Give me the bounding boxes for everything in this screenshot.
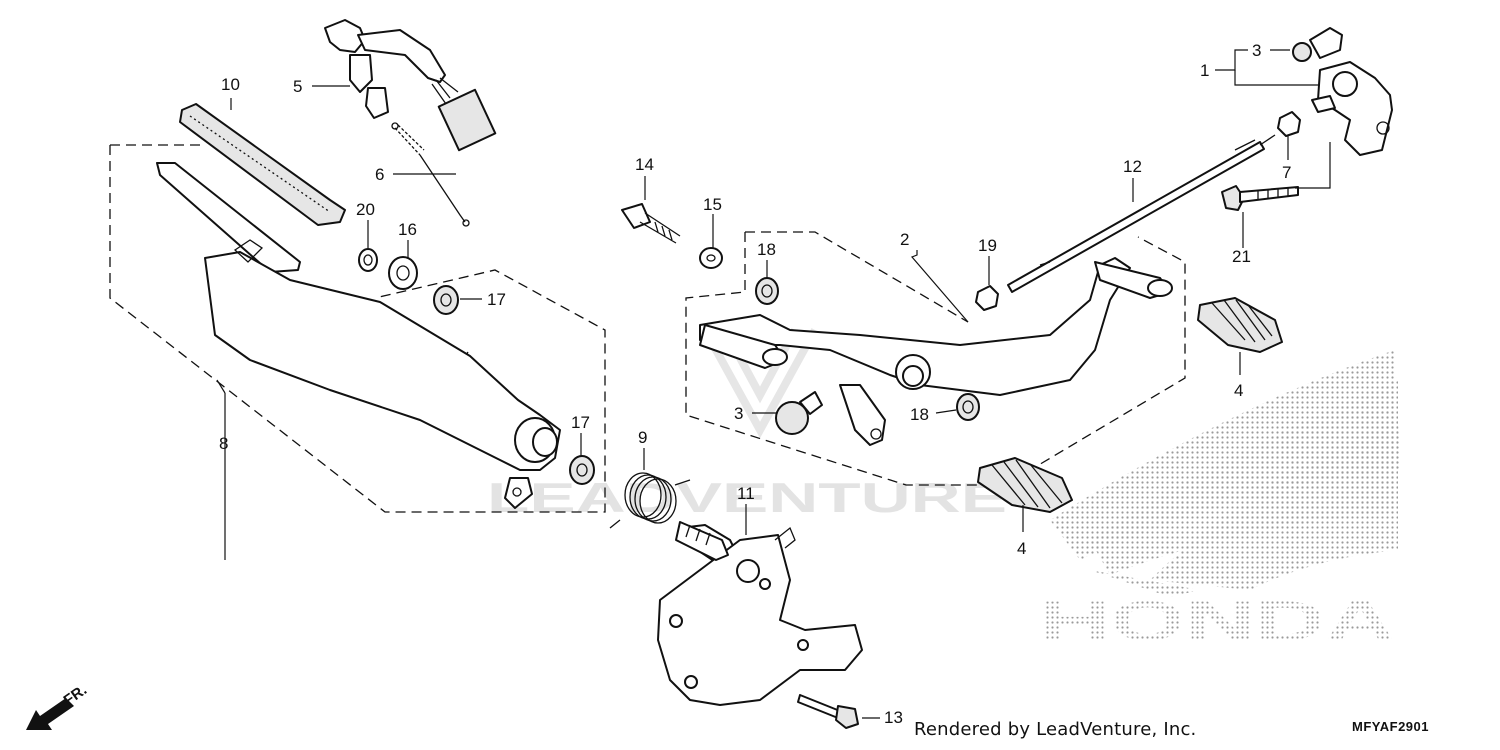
ball-joint-3-lower <box>775 391 823 435</box>
callout-12: 12 <box>1123 157 1142 176</box>
footboard-bracket <box>156 162 561 509</box>
callout-5: 5 <box>293 77 302 96</box>
callout-3-upper: 3 <box>1252 41 1261 60</box>
leadventure-watermark: LEADVENTURE <box>487 474 1007 521</box>
bolt-14 <box>621 203 681 244</box>
bushing-18-upper <box>755 277 779 305</box>
front-direction-arrow-icon: FR. <box>26 681 90 730</box>
callout-18-lower: 18 <box>910 405 929 424</box>
pedal-rubber-lower <box>977 457 1073 513</box>
washer-15 <box>699 247 723 269</box>
rendered-by-credit: Rendered by LeadVenture, Inc. <box>914 719 1197 740</box>
nut-7 <box>1277 111 1301 137</box>
callout-4-upper: 4 <box>1234 381 1243 400</box>
nut-19 <box>975 285 999 311</box>
callout-6: 6 <box>375 165 384 184</box>
callout-20: 20 <box>356 200 375 219</box>
callout-1: 1 <box>1200 61 1209 80</box>
callout-21: 21 <box>1232 247 1251 266</box>
callout-11: 11 <box>737 484 755 503</box>
callout-9: 9 <box>638 428 647 447</box>
pedal-rubber-upper <box>1197 297 1283 353</box>
pivot-bracket <box>657 524 863 706</box>
callout-8: 8 <box>219 434 228 453</box>
callout-15: 15 <box>703 195 722 214</box>
callout-10: 10 <box>221 75 240 94</box>
callout-labels: 1 2 3 3 4 4 5 6 7 8 9 10 11 12 13 14 15 … <box>219 41 1291 727</box>
brake-rod <box>1007 134 1276 293</box>
return-spring <box>609 472 691 529</box>
footboard-rubber <box>179 103 346 226</box>
ball-joint-3-upper <box>1292 27 1343 62</box>
callout-7: 7 <box>1282 163 1291 182</box>
pivot-shaft <box>675 521 729 561</box>
bushing-18-lower <box>956 393 980 421</box>
leader-lines <box>216 49 1331 719</box>
bolt-21 <box>1221 185 1299 211</box>
honda-wing-logo <box>1050 350 1400 597</box>
diagram-code: MFYAF2901 <box>1352 719 1429 734</box>
bolt-13 <box>797 694 859 729</box>
callout-18-upper: 18 <box>757 240 776 259</box>
small-rings <box>358 248 595 485</box>
callout-13: 13 <box>884 708 903 727</box>
rod-joint-1 <box>1311 61 1393 156</box>
callout-19: 19 <box>978 236 997 255</box>
callout-4-lower: 4 <box>1017 539 1026 558</box>
callout-16: 16 <box>398 220 417 239</box>
callout-2: 2 <box>900 230 909 249</box>
brake-light-switch <box>324 19 497 227</box>
callout-17-lower: 17 <box>571 413 590 432</box>
callout-14: 14 <box>635 155 654 174</box>
callout-3-lower: 3 <box>734 404 743 423</box>
callout-17-upper: 17 <box>487 290 506 309</box>
honda-logo-text: HONDA <box>1040 589 1395 652</box>
brake-pedal-arm <box>699 257 1173 446</box>
